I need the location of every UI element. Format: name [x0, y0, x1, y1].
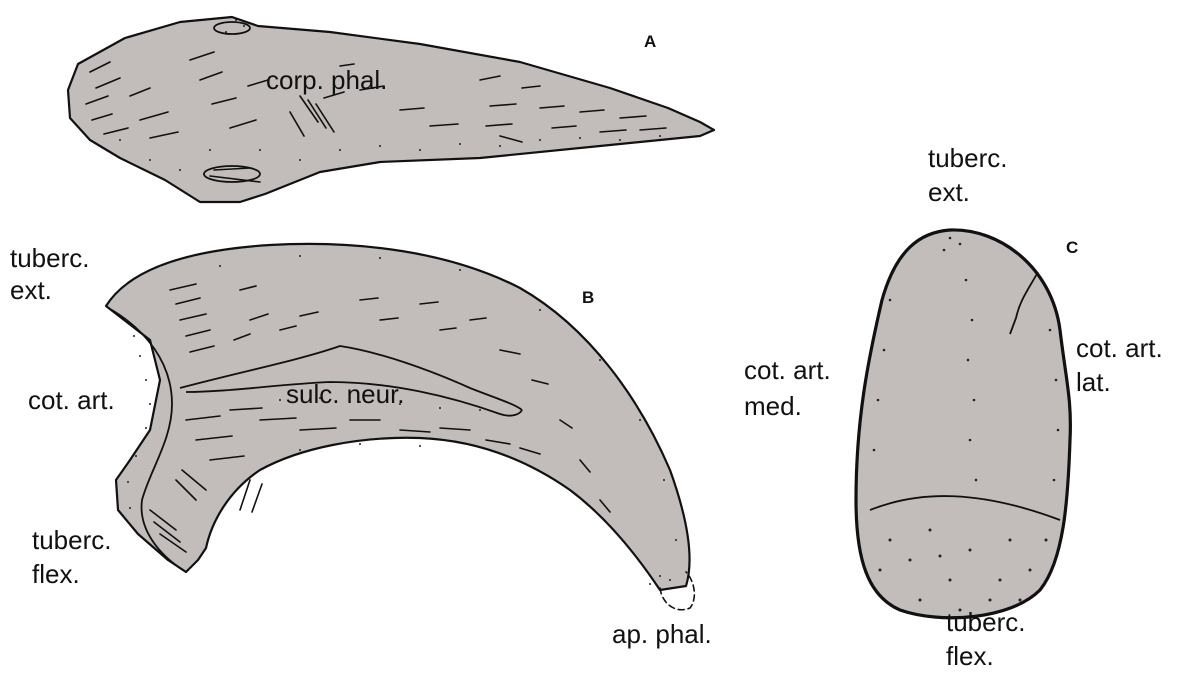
- label-c-cot-art-lat-line2: lat.: [1076, 366, 1111, 398]
- panel-c-bone: [856, 230, 1070, 618]
- label-b-tuberc-flex-line2: flex.: [32, 558, 80, 590]
- panel-a-outline: [68, 17, 714, 202]
- panel-b-outline: [106, 244, 689, 590]
- label-b-tuberc-ext-line2: ext.: [10, 274, 52, 306]
- label-b-sulc-neur: sulc. neur.: [286, 378, 405, 410]
- panel-b-bone: [106, 244, 694, 610]
- panel-b-letter: B: [582, 288, 594, 308]
- label-corp-phal: corp. phal.: [266, 64, 387, 96]
- label-c-cot-art-med-line2: med.: [744, 390, 802, 422]
- label-c-tuberc-ext-line2: ext.: [928, 176, 970, 208]
- panel-c-outline: [856, 230, 1070, 618]
- label-c-cot-art-lat-line1: cot. art.: [1076, 332, 1163, 364]
- panel-a-bone: [68, 17, 714, 202]
- label-b-tuberc-ext-line1: tuberc.: [10, 242, 90, 274]
- label-b-tuberc-flex-line1: tuberc.: [32, 524, 112, 556]
- label-c-tuberc-flex-line1: tuberc.: [946, 606, 1026, 638]
- label-c-cot-art-med-line1: cot. art.: [744, 354, 831, 386]
- panel-a-letter: A: [644, 32, 656, 52]
- label-b-cot-art: cot. art.: [28, 384, 115, 416]
- panel-c-letter: C: [1066, 238, 1078, 258]
- label-c-tuberc-flex-line2: flex.: [946, 640, 994, 672]
- label-b-ap-phal: ap. phal.: [612, 618, 712, 650]
- label-c-tuberc-ext-line1: tuberc.: [928, 142, 1008, 174]
